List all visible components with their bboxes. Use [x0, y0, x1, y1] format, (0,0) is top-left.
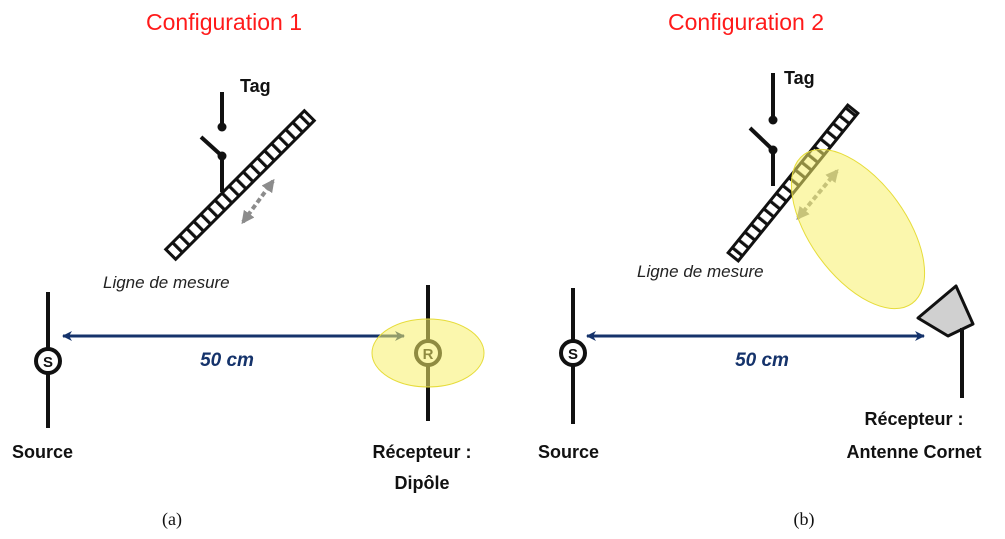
receiver-label-line1: Récepteur :: [372, 442, 471, 462]
source-label: Source: [12, 442, 73, 462]
panel-b: Configuration 2 Tag Ligne de mesure S So…: [538, 9, 982, 530]
source-symbol: S: [43, 354, 53, 371]
tag-switch-icon: [748, 73, 778, 186]
receiver-highlight: [371, 318, 485, 388]
source-label: Source: [538, 442, 599, 462]
caption-b: (b): [794, 509, 815, 530]
source-symbol: S: [568, 346, 578, 363]
distance-label: 50 cm: [200, 350, 254, 371]
source-dipole-icon: S: [34, 292, 62, 428]
tag-label: Tag: [784, 68, 815, 88]
motion-arrow: [241, 178, 275, 225]
receiver-label-line2: Dipôle: [394, 473, 449, 493]
measurement-line-label: Ligne de mesure: [103, 273, 230, 292]
panel-a-title: Configuration 1: [146, 9, 302, 35]
tag-switch-icon: [199, 92, 227, 192]
horn-antenna-icon: [916, 284, 975, 398]
caption-a: (a): [162, 509, 182, 530]
panel-a: Configuration 1 Tag Ligne de mesure S So…: [12, 9, 485, 530]
source-dipole-icon: S: [559, 288, 587, 424]
measurement-line-icon: [163, 108, 317, 262]
receiver-label-line1: Récepteur :: [864, 409, 963, 429]
beam-highlight: [790, 148, 926, 310]
distance-label: 50 cm: [735, 350, 789, 371]
measurement-line-label: Ligne de mesure: [637, 262, 764, 281]
receiver-label-line2: Antenne Cornet: [847, 442, 982, 462]
panel-b-title: Configuration 2: [668, 9, 824, 35]
tag-label: Tag: [240, 76, 271, 96]
